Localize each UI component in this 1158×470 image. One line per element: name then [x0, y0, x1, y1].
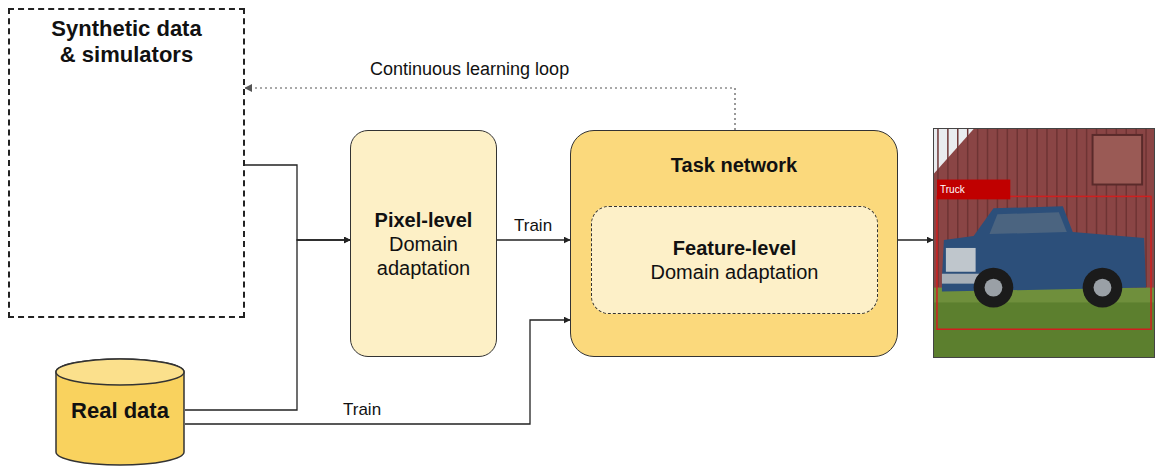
flow-arrow [497, 239, 570, 240]
dataset-box: Synthetic data & simulators [8, 8, 245, 318]
node-body: Domain adaptation [651, 260, 819, 284]
edge-label: Train [340, 400, 384, 420]
network-box: Task networkFeature-levelDomain adaptati… [570, 130, 898, 357]
node-title: Synthetic data & simulators [43, 16, 211, 69]
node-title: Real data [71, 398, 169, 424]
node-title: Feature-level [673, 236, 796, 260]
flow-arrow [898, 239, 933, 240]
database-cylinder: Real data [55, 358, 185, 466]
node-body: Domain adaptation [359, 232, 488, 280]
flow-arrow [245, 165, 350, 240]
node-title: Pixel-level [375, 208, 473, 232]
feedback-arrow [245, 88, 735, 130]
inner-module-box: Feature-levelDomain adaptation [591, 206, 878, 314]
node-title: Task network [671, 153, 797, 177]
output-image: Truck [933, 128, 1155, 358]
process-box: Pixel-levelDomain adaptation [350, 130, 497, 357]
node-title: Truck [940, 184, 965, 196]
edge-label: Train [511, 216, 555, 236]
edge-label: Continuous learning loop [367, 59, 572, 81]
truck-photo [934, 129, 1154, 357]
